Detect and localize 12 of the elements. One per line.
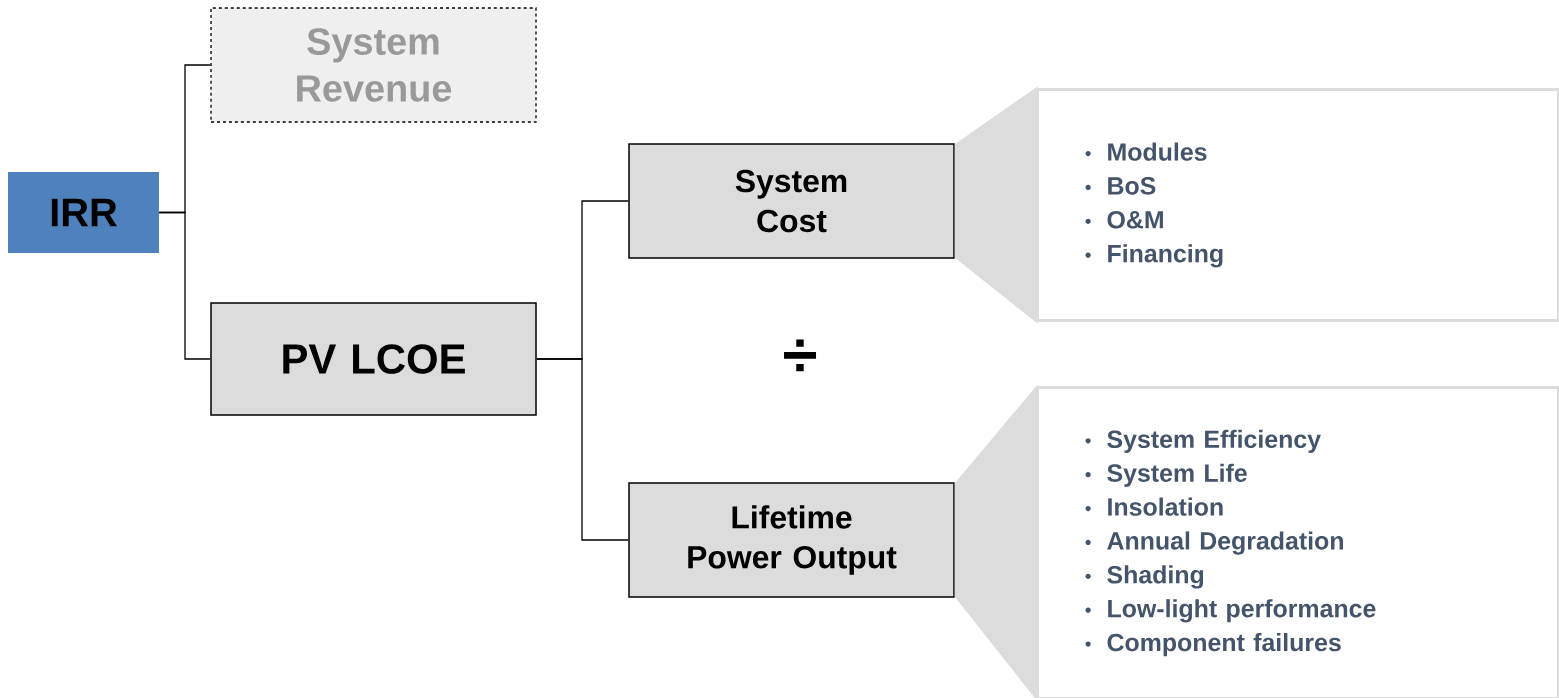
callout-wedge [954, 384, 1038, 698]
process-box: System Cost [628, 143, 955, 259]
divide-sign: ÷ [784, 339, 816, 372]
callout-box: System Efficiency System Life Insolation Annual Degradation Shading Low-light performance Component failures [1036, 386, 1559, 698]
callout-wedge [954, 86, 1038, 324]
process-box: PV LCOE [210, 302, 537, 416]
dashed-box: System Revenue [210, 7, 537, 123]
root-box: IRR [8, 172, 159, 253]
process-box: Lifetime Power Output [628, 482, 955, 598]
callout-box: Modules BoS O&M Financing [1036, 88, 1559, 322]
connector [536, 358, 629, 541]
connector [158, 211, 211, 360]
